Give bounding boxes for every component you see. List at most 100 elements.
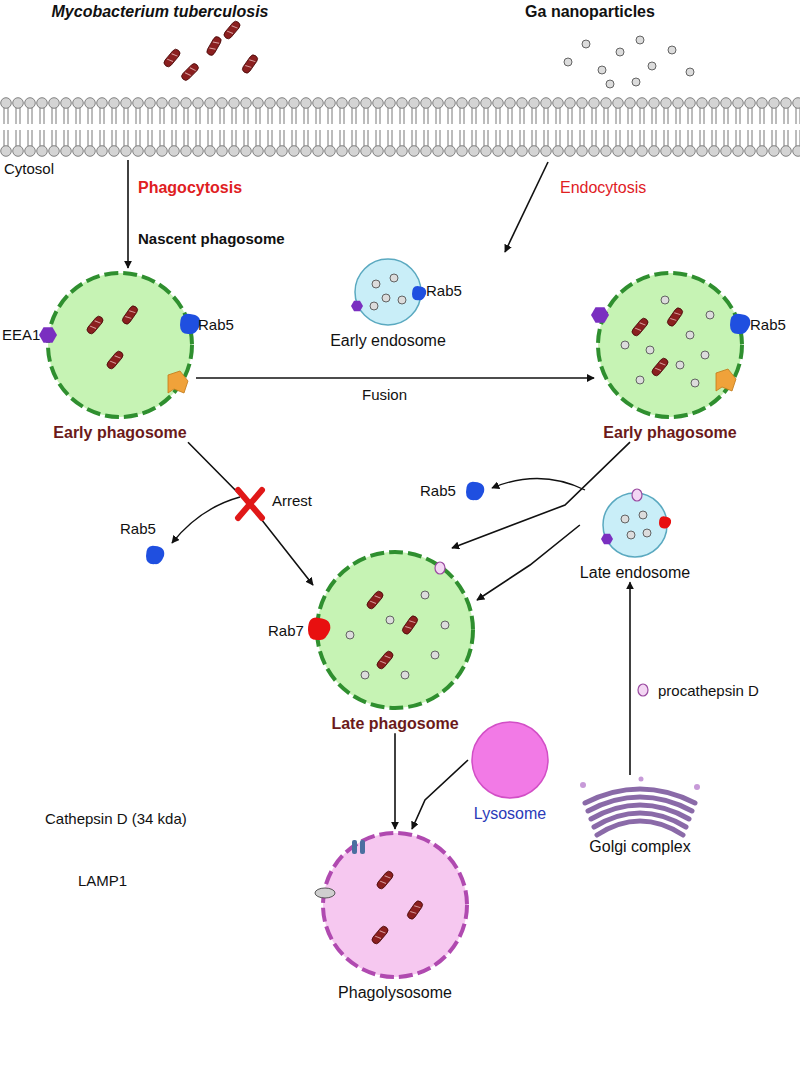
nanoparticle — [639, 511, 647, 519]
procathepsin-marker — [435, 562, 445, 574]
vesicle-outline — [603, 493, 667, 557]
annotation-label: Cytosol — [4, 160, 54, 178]
bacterium — [371, 925, 390, 945]
vesicle-shape — [351, 255, 425, 329]
nanoparticle — [636, 376, 644, 384]
nanoparticle — [370, 302, 378, 310]
nanoparticle — [636, 36, 644, 44]
nanoparticle — [382, 294, 390, 302]
annotation-label: Endocytosis — [560, 178, 646, 197]
vesicle-shape — [319, 829, 471, 981]
golgi-node: Golgi complex — [575, 775, 705, 856]
nanoparticle — [691, 379, 699, 387]
rab5-marker — [730, 314, 750, 334]
pathway-arrow — [188, 442, 313, 585]
bacterium — [666, 307, 684, 328]
nanoparticle — [627, 531, 635, 539]
bacterium — [86, 315, 105, 335]
bacterium — [223, 20, 242, 40]
nanoparticle — [398, 296, 406, 304]
bacterium — [376, 650, 395, 670]
cathepsin-marker — [352, 840, 357, 854]
nanoparticle — [606, 80, 614, 88]
bacterium — [106, 350, 125, 370]
bacterium — [241, 54, 259, 75]
bacterium — [180, 62, 200, 82]
rab7-marker — [659, 516, 671, 528]
bacterium — [163, 48, 182, 68]
phagocytosis-arrow — [127, 160, 129, 268]
procathepsin-marker — [632, 489, 642, 501]
vesicle-node: Early phagosome — [594, 269, 746, 442]
lamp1-marker — [315, 888, 335, 898]
bacterium — [651, 357, 670, 377]
annotation-label: Rab5 — [198, 316, 234, 334]
nanoparticle — [661, 296, 669, 304]
receptor-marker — [168, 371, 188, 393]
cathepsin-marker — [360, 840, 365, 854]
nanoparticle — [706, 311, 714, 319]
annotation-label: Rab7 — [268, 622, 304, 640]
node-label: Late endosome — [580, 563, 690, 582]
node-label: Golgi complex — [589, 837, 690, 856]
nanoparticle — [564, 58, 572, 66]
annotation-label: procathepsin D — [658, 682, 759, 700]
vesicle-shape — [44, 269, 196, 421]
pathway-arrow — [196, 377, 594, 379]
node-label: Late phagosome — [331, 714, 458, 733]
bacterium — [121, 305, 139, 326]
procathepsin-marker — [638, 684, 648, 696]
eea1-marker — [39, 327, 57, 343]
vesicle-outline — [355, 259, 421, 325]
pathway-arrow — [394, 733, 396, 829]
nanoparticle — [372, 280, 380, 288]
annotation-label: Ga nanoparticles — [525, 2, 655, 21]
annotation-label: Nascent phagosome — [138, 230, 285, 248]
nanoparticle — [361, 671, 369, 679]
rab5-marker — [146, 546, 164, 564]
vesicle-outline — [472, 722, 548, 798]
rab5-marker — [466, 482, 484, 500]
receptor-marker — [716, 369, 736, 391]
node-label: Early endosome — [330, 331, 446, 350]
endocytosis-arrow — [505, 162, 548, 252]
nanoparticle — [632, 78, 640, 86]
bacterium — [366, 590, 385, 610]
vesicle-outline — [317, 552, 473, 708]
rab5-release-arrow — [172, 497, 240, 543]
bacterium — [206, 35, 223, 56]
arrest-cross — [238, 490, 262, 518]
eea1-marker — [351, 301, 363, 311]
pathway-arrow — [412, 760, 468, 829]
nanoparticle — [386, 616, 394, 624]
vesicle-node: Early endosome — [330, 255, 446, 350]
eea1-marker — [601, 534, 613, 544]
vesicle-shape — [313, 548, 477, 712]
nanoparticle — [701, 351, 709, 359]
node-label: Early phagosome — [603, 423, 736, 442]
nanoparticle — [676, 361, 684, 369]
edge-label: Fusion — [360, 386, 409, 404]
nanoparticle — [441, 621, 449, 629]
golgi-stack — [580, 777, 700, 836]
vesicle-node: Phagolysosome — [319, 829, 471, 1002]
bacterium — [631, 317, 650, 337]
node-label: Phagolysosome — [338, 983, 452, 1002]
pathway-arrow — [477, 525, 580, 600]
vesicle-shape — [599, 489, 671, 561]
vesicle-outline — [48, 273, 192, 417]
vesicle-node: Early phagosome — [44, 269, 196, 442]
rab7-marker — [308, 618, 330, 640]
nanoparticle — [643, 529, 651, 537]
cell-membrane — [0, 97, 800, 157]
vesicle-outline — [598, 273, 742, 417]
vesicle-node: Late phagosome — [313, 548, 477, 733]
nanoparticle — [686, 331, 694, 339]
eea1-marker — [591, 307, 609, 323]
nanoparticle — [582, 40, 590, 48]
nanoparticle — [598, 66, 606, 74]
nanoparticle — [616, 48, 624, 56]
pathway-arrow — [629, 582, 631, 775]
vesicle-shape — [594, 269, 746, 421]
rab5-release-arrow — [492, 478, 585, 490]
